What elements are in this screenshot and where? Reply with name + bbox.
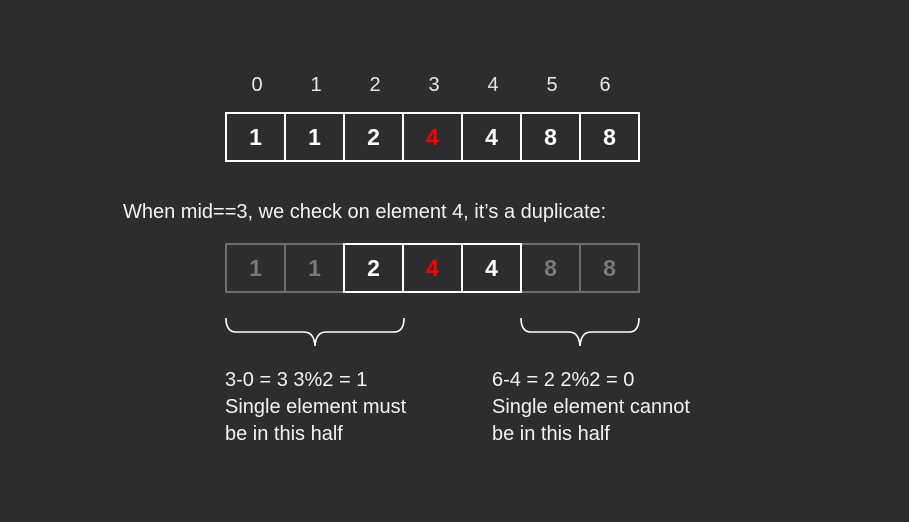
right-note-formula: 6-4 = 2 2%2 = 0 — [492, 369, 635, 391]
right-half-brace — [520, 317, 640, 347]
left-half-brace — [225, 317, 405, 347]
right-half-note: 6-4 = 2 2%2 = 0 Single element cannot be… — [492, 367, 690, 448]
index-label: 5 — [546, 74, 558, 96]
array-cell: 2 — [343, 112, 404, 162]
array-cell: 4 — [402, 112, 463, 162]
left-note-formula: 3-0 = 3 3%2 = 1 — [225, 369, 368, 391]
duplicate-caption: When mid==3, we check on element 4, it’s… — [123, 201, 607, 223]
index-label: 4 — [487, 74, 499, 96]
array-cell: 8 — [520, 243, 581, 293]
array-cell: 8 — [579, 112, 640, 162]
left-note-text: Single element must — [225, 396, 407, 418]
array-top: 1 1 2 4 4 8 8 — [225, 112, 640, 162]
right-note-text: Single element cannot — [492, 396, 690, 418]
index-label: 0 — [251, 74, 263, 96]
array-bottom: 1 1 2 4 4 8 8 — [225, 243, 640, 293]
array-cell: 2 — [343, 243, 404, 293]
array-cell: 8 — [579, 243, 640, 293]
index-label: 6 — [599, 74, 611, 96]
array-cell: 4 — [461, 112, 522, 162]
array-cell: 8 — [520, 112, 581, 162]
array-cell: 1 — [225, 112, 286, 162]
index-labels: 0 1 2 3 4 5 6 — [0, 74, 909, 102]
array-cell: 4 — [461, 243, 522, 293]
right-note-text: be in this half — [492, 423, 610, 445]
index-label: 2 — [369, 74, 381, 96]
array-cell: 1 — [284, 243, 345, 293]
array-cell: 4 — [402, 243, 463, 293]
left-half-note: 3-0 = 3 3%2 = 1 Single element must be i… — [225, 367, 406, 448]
left-note-text: be in this half — [225, 423, 343, 445]
index-label: 1 — [310, 74, 322, 96]
array-cell: 1 — [284, 112, 345, 162]
array-cell: 1 — [225, 243, 286, 293]
index-label: 3 — [428, 74, 440, 96]
